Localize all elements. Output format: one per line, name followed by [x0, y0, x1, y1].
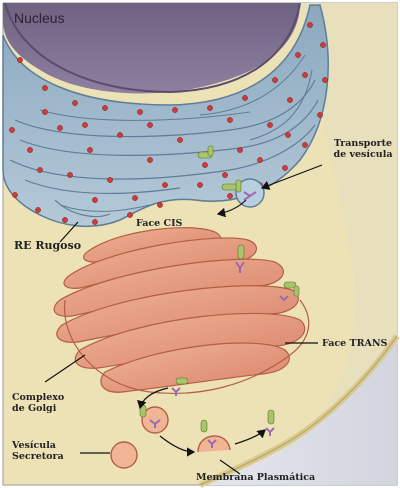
golgi-apparatus	[53, 227, 310, 395]
rough-er	[2, 4, 329, 228]
extracellular-space	[205, 340, 397, 485]
ribosomes	[9, 22, 328, 225]
nuclear-envelope	[4, 2, 301, 94]
label-golgi-complex: Complexo de Golgi	[12, 392, 65, 414]
golgi-proteins	[171, 244, 300, 396]
label-vesicle-transport: Transporte de vesícula	[333, 138, 393, 160]
label-plasma-membrane: Membrana Plasmática	[196, 472, 316, 483]
arrows	[44, 164, 323, 475]
er-protein	[197, 145, 214, 159]
label-secretory-vesicle: Vesícula Secretora	[12, 440, 64, 462]
transport-vesicle	[221, 178, 265, 208]
label-trans-face: Face TRANS	[322, 338, 388, 349]
golgi-vesicles	[110, 404, 275, 469]
label-cis-face: Face CIS	[136, 218, 183, 229]
label-rough-er: RE Rugoso	[14, 239, 82, 252]
cytoplasm-shade	[215, 3, 397, 485]
plasma-membrane-outline	[199, 335, 398, 486]
nucleus	[3, 3, 300, 94]
label-nucleus: Nucleus	[14, 10, 65, 26]
